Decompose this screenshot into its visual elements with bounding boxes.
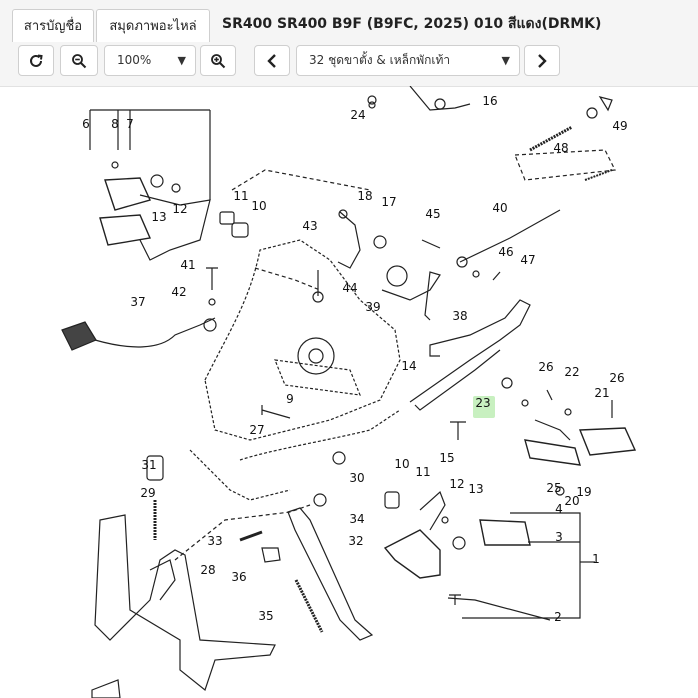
- chevron-down-icon: ▼: [177, 54, 186, 67]
- callout-9[interactable]: 9: [286, 392, 294, 406]
- callout-2[interactable]: 2: [554, 610, 562, 624]
- zoom-out-icon: [72, 53, 87, 68]
- callout-10[interactable]: 10: [394, 457, 409, 471]
- callout-13[interactable]: 13: [151, 210, 166, 224]
- callout-35[interactable]: 35: [258, 609, 273, 623]
- callout-36[interactable]: 36: [231, 570, 246, 584]
- callout-37[interactable]: 37: [130, 295, 145, 309]
- callout-34[interactable]: 34: [349, 512, 364, 526]
- chevron-down-icon: ▼: [501, 54, 510, 67]
- callout-42[interactable]: 42: [171, 285, 186, 299]
- diagram-linework: [61, 86, 637, 698]
- chevron-right-icon: [538, 53, 547, 68]
- callout-32[interactable]: 32: [348, 534, 363, 548]
- callout-25[interactable]: 25: [546, 481, 561, 495]
- parts-diagram[interactable]: 1234567891010111112121313141516171819202…: [0, 86, 698, 698]
- callout-45[interactable]: 45: [425, 207, 440, 221]
- callout-40[interactable]: 40: [492, 201, 507, 215]
- callout-41[interactable]: 41: [180, 258, 195, 272]
- zoom-select[interactable]: 100% ▼: [104, 45, 196, 76]
- chevron-left-icon: [267, 53, 276, 68]
- callout-24[interactable]: 24: [350, 108, 365, 122]
- callout-22[interactable]: 22: [564, 365, 579, 379]
- callout-46[interactable]: 46: [498, 245, 513, 259]
- callout-29[interactable]: 29: [140, 486, 155, 500]
- callout-44[interactable]: 44: [342, 281, 357, 295]
- callout-17[interactable]: 17: [381, 195, 396, 209]
- callout-15[interactable]: 15: [439, 451, 454, 465]
- top-toolbar: สารบัญชื่อ สมุดภาพอะไหล่ SR400 SR400 B9F…: [0, 0, 698, 87]
- callout-28[interactable]: 28: [200, 563, 215, 577]
- callout-7[interactable]: 7: [126, 117, 134, 131]
- zoom-in-button[interactable]: [200, 45, 236, 76]
- callout-8[interactable]: 8: [111, 117, 119, 131]
- callout-14[interactable]: 14: [401, 359, 416, 373]
- callout-20[interactable]: 20: [564, 494, 579, 508]
- zoom-value: 100%: [117, 53, 152, 67]
- callout-30[interactable]: 30: [349, 471, 364, 485]
- callout-33[interactable]: 33: [207, 534, 222, 548]
- refresh-icon: [30, 54, 43, 67]
- callout-13[interactable]: 13: [468, 482, 483, 496]
- zoom-in-icon: [211, 53, 226, 68]
- callout-3[interactable]: 3: [555, 530, 563, 544]
- callout-12[interactable]: 12: [449, 477, 464, 491]
- callout-39[interactable]: 39: [365, 300, 380, 314]
- callout-47[interactable]: 47: [520, 253, 535, 267]
- callout-38[interactable]: 38: [452, 309, 467, 323]
- prev-page-button[interactable]: [254, 45, 290, 76]
- callout-12[interactable]: 12: [172, 202, 187, 216]
- callout-27[interactable]: 27: [249, 423, 264, 437]
- callout-4[interactable]: 4: [555, 502, 563, 516]
- callout-25[interactable]: 25: [306, 86, 321, 89]
- callout-23[interactable]: 23: [475, 396, 490, 410]
- next-page-button[interactable]: [524, 45, 560, 76]
- zoom-out-button[interactable]: [60, 45, 98, 76]
- callout-19[interactable]: 19: [576, 485, 591, 499]
- callout-11[interactable]: 11: [233, 189, 248, 203]
- callout-26[interactable]: 26: [609, 371, 624, 385]
- callout-16[interactable]: 16: [482, 94, 497, 108]
- page-title: SR400 SR400 B9F (B9FC, 2025) 010 สีแดง(D…: [222, 16, 602, 32]
- callout-10[interactable]: 10: [251, 199, 266, 213]
- callout-21[interactable]: 21: [594, 386, 609, 400]
- tab-parts-catalog[interactable]: สมุดภาพอะไหล่: [96, 9, 210, 42]
- callout-6[interactable]: 6: [82, 117, 90, 131]
- page-select-value: 32 ชุดขาตั้ง & เหล็กพักเท้า: [309, 53, 451, 67]
- callout-1[interactable]: 1: [592, 552, 600, 566]
- page-select[interactable]: 32 ชุดขาตั้ง & เหล็กพักเท้า ▼: [296, 45, 520, 76]
- callout-18[interactable]: 18: [357, 189, 372, 203]
- callout-43[interactable]: 43: [302, 219, 317, 233]
- callout-48[interactable]: 48: [553, 141, 568, 155]
- callout-49[interactable]: 49: [612, 119, 627, 133]
- highlight-marker: [473, 396, 495, 418]
- callout-26[interactable]: 26: [538, 360, 553, 374]
- callout-5[interactable]: 5: [147, 86, 155, 89]
- callout-labels: 1234567891010111112121313141516171819202…: [82, 86, 627, 624]
- tab-index[interactable]: สารบัญชื่อ: [12, 9, 94, 42]
- callout-31[interactable]: 31: [141, 458, 156, 472]
- callout-11[interactable]: 11: [415, 465, 430, 479]
- refresh-button[interactable]: [18, 45, 54, 76]
